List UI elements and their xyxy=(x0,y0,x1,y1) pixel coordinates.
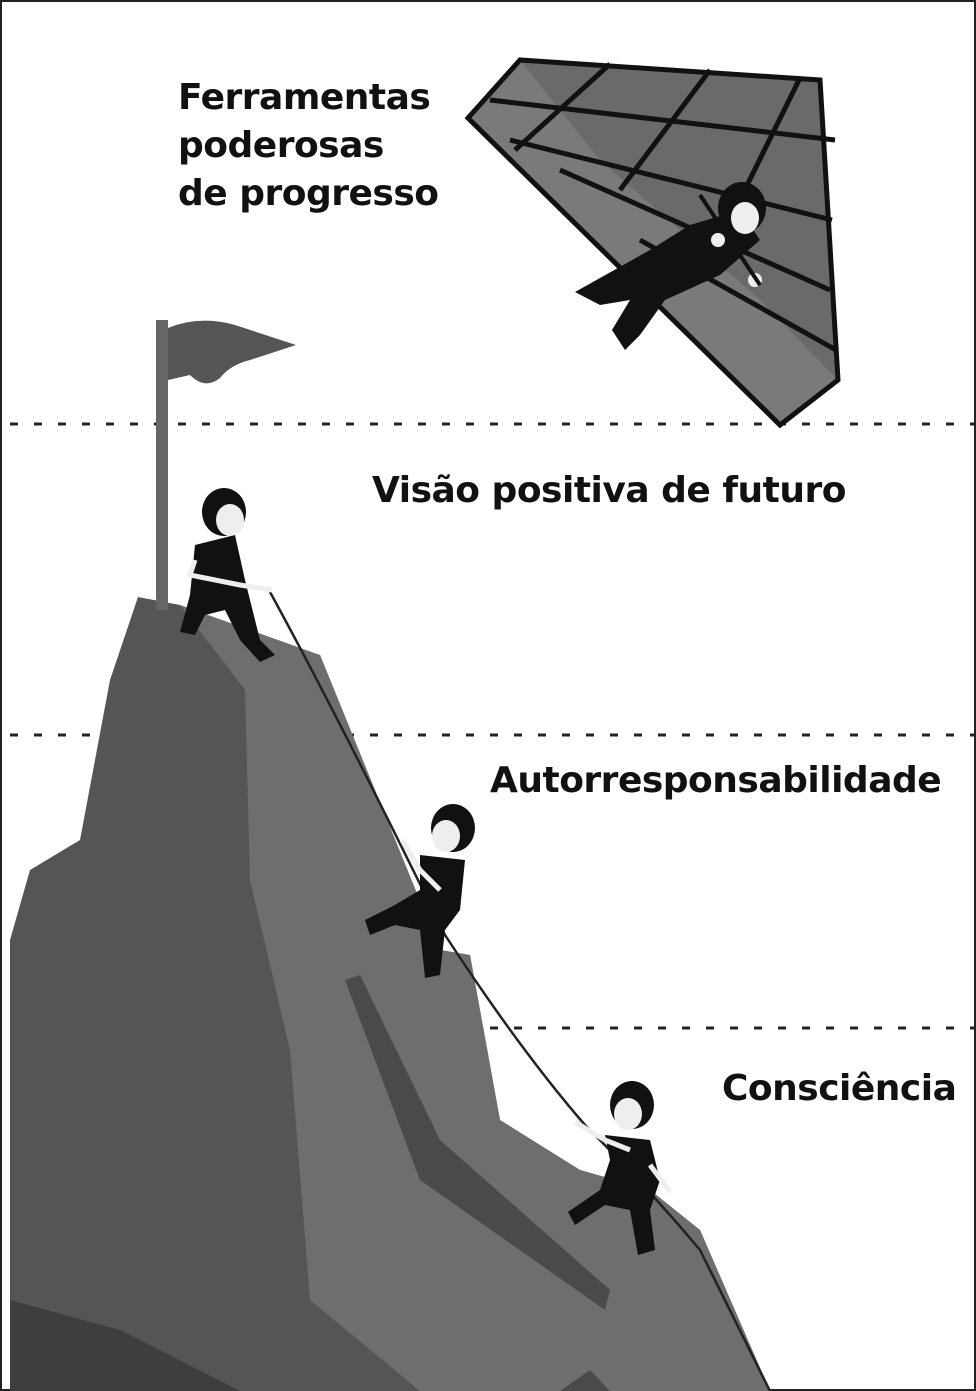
top-level-label-line-3: de progresso xyxy=(178,173,439,214)
level-label-vision: Visão positiva de futuro xyxy=(372,470,847,511)
top-level-label-line-2: poderosas xyxy=(178,125,384,166)
climber-icon-middle xyxy=(365,804,475,978)
mountain-icon xyxy=(10,591,772,1391)
level-label-awareness: Consciência xyxy=(722,1068,957,1109)
top-level-label-line-1: Ferramentas xyxy=(178,77,431,118)
pilot-figure xyxy=(575,182,766,350)
level-label-responsibility: Autorresponsabilidade xyxy=(490,760,942,801)
climber-icon-top xyxy=(180,488,275,662)
climber-icon-bottom xyxy=(568,1081,673,1255)
flag-icon xyxy=(156,320,296,610)
top-level-label: Ferramentas poderosas de progresso xyxy=(178,74,439,218)
hang-glider-icon xyxy=(464,57,841,429)
